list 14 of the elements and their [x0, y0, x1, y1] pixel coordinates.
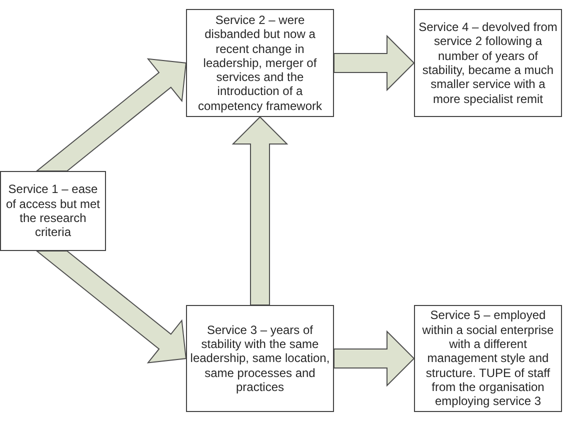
box-text: Service 1 – ease of access but met the research criteria	[5, 182, 101, 240]
box-text: Service 3 – years of stability with the same leadership, same location, same processes and practices	[189, 322, 331, 394]
block-arrow	[232, 116, 288, 306]
block-arrow	[334, 330, 415, 387]
block-arrow	[35, 58, 187, 172]
process-box	[186, 305, 334, 412]
box-text: Service 4 – devolved from service 2 following a number of years of stability, became a much smaller service with a more specialist remit	[418, 20, 558, 106]
box-text: Service 2 – were disbanded but now a recent change in leadership, merger of services and the introduction of a competency framework	[196, 12, 324, 114]
box-text: Service 5 – employed within a social enterprise with a different management style and structure. TUPE of staff from the organisation employing service 3	[421, 308, 555, 409]
block-arrow	[334, 34, 415, 92]
process-box	[186, 9, 334, 117]
process-box	[414, 9, 562, 117]
block-arrow	[35, 250, 187, 364]
process-box	[0, 171, 106, 251]
